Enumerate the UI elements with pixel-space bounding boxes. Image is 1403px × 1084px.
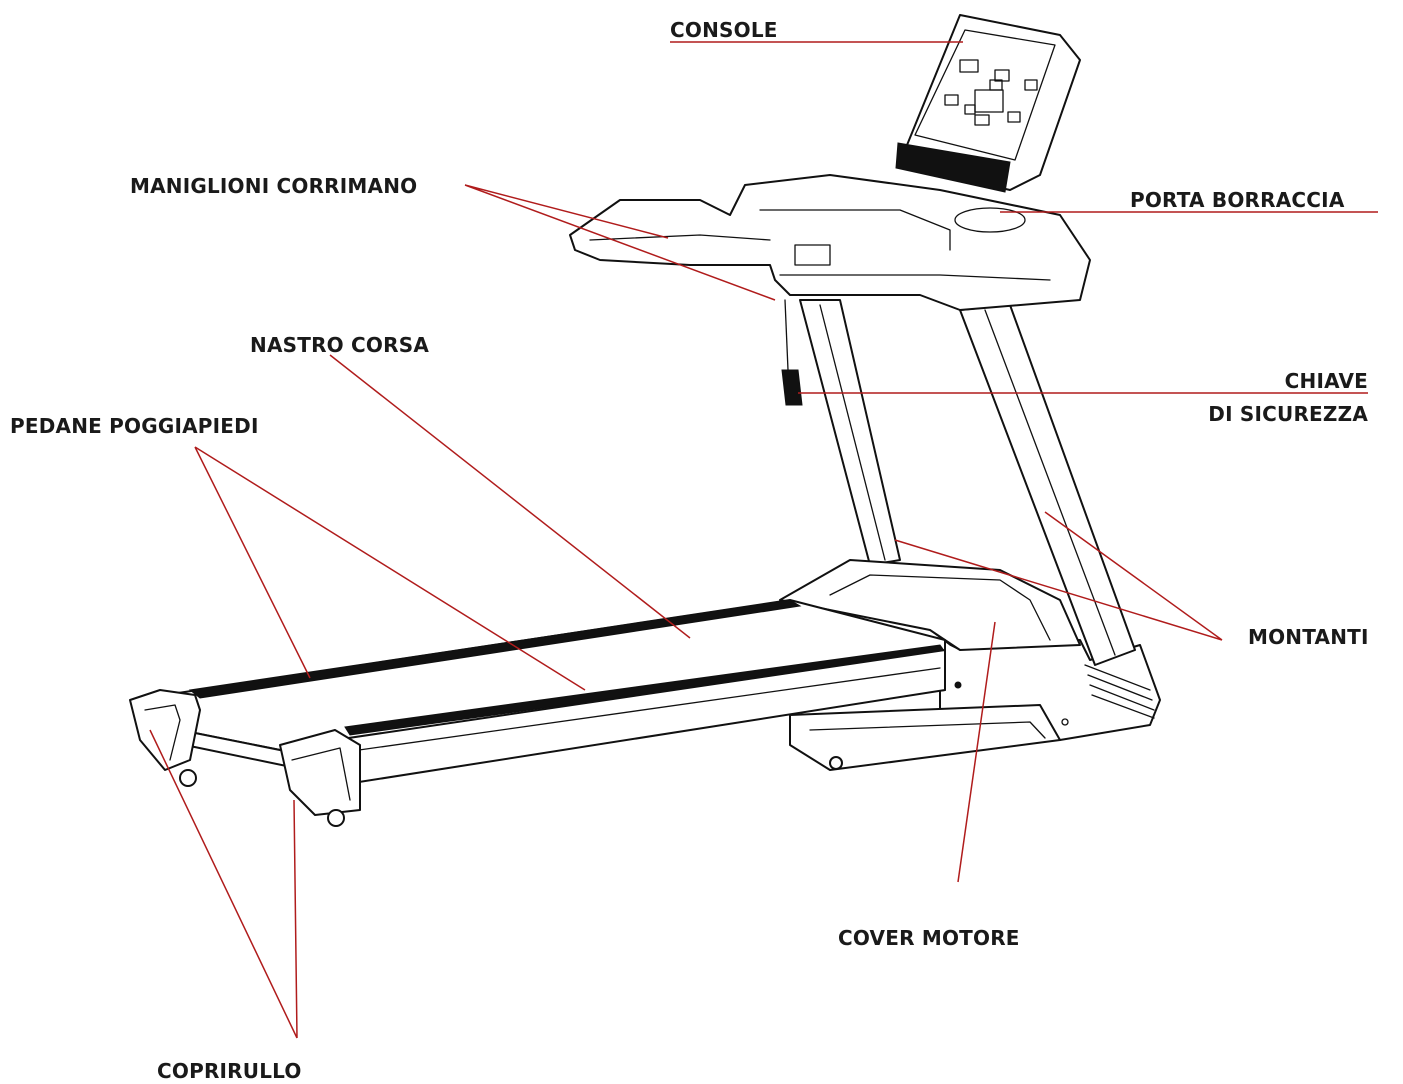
motor-base xyxy=(789,639,1161,771)
safety-key xyxy=(781,299,803,406)
handrails xyxy=(569,174,1091,311)
label-maniglioni-corrimano: MANIGLIONI CORRIMANO xyxy=(130,174,418,198)
label-coprirullo: COPRIRULLO xyxy=(157,1059,302,1083)
leader-lines xyxy=(149,41,1378,1039)
label-montanti: MONTANTI xyxy=(1248,625,1369,649)
label-cover-motore: COVER MOTORE xyxy=(838,926,1020,950)
label-console: CONSOLE xyxy=(670,18,778,42)
label-chiave-line2: DI SICUREZZA xyxy=(1208,402,1368,426)
deck xyxy=(164,599,946,786)
label-nastro-corsa: NASTRO CORSA xyxy=(250,333,429,357)
roller-covers xyxy=(129,689,361,827)
label-porta-borraccia: PORTA BORRACCIA xyxy=(1130,188,1345,212)
motor-cover xyxy=(779,559,1081,651)
label-pedane-poggiapiedi: PEDANE POGGIAPIEDI xyxy=(10,414,259,438)
console xyxy=(895,14,1081,193)
uprights xyxy=(799,299,1136,666)
label-chiave-line1: CHIAVE xyxy=(1284,369,1368,393)
